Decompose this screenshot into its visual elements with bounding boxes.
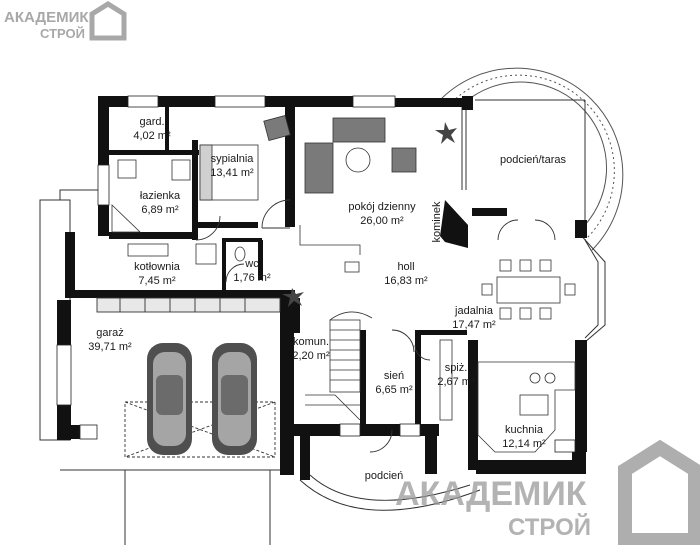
room-name-garaz: garaż: [96, 327, 124, 339]
room-area-sien: 6,65 m²: [375, 384, 413, 396]
kitchen-island: [519, 394, 549, 416]
room-name-jadalnia: jadalnia: [454, 305, 494, 317]
room-name-wc: wc: [244, 258, 259, 270]
room-area-garaz: 39,71 m²: [88, 341, 132, 353]
room-name-lazienka: łazienka: [140, 190, 181, 202]
room-area-spiz: 2,67 m²: [437, 376, 475, 388]
armchair: [391, 147, 417, 173]
room-area-gard: 4,02 m²: [133, 130, 171, 142]
room-area-holl: 16,83 m²: [384, 275, 428, 287]
watermark-brand-line1-large: АКАДЕМИК: [395, 475, 587, 513]
room-area-kotlownia: 7,45 m²: [138, 275, 176, 287]
plant-icon: [435, 122, 457, 144]
room-name-spiz: spiż.: [445, 362, 468, 374]
watermark-top-left: АКАДЕМИК СТРОЙ: [4, 1, 127, 41]
watermark-brand-line2: СТРОЙ: [40, 26, 85, 41]
room-area-wc: 1,76 m²: [233, 272, 271, 284]
room-area-pokoj-dzienny: 26,00 m²: [360, 215, 404, 227]
watermark-brand-line2-large: СТРОЙ: [508, 513, 591, 541]
room-name-holl: holl: [397, 261, 414, 273]
boiler: [195, 243, 217, 265]
room-name-podcien-taras: podcień/taras: [500, 154, 567, 166]
room-name-kominek: kominek: [431, 201, 443, 242]
room-area-sypialnia: 13,41 m²: [210, 167, 254, 179]
room-labels: gard. 4,02 m² sypialnia 13,41 m² łazienk…: [88, 116, 566, 482]
coffee-table: [345, 147, 371, 173]
doors: [195, 199, 556, 453]
watermark-brand-line1: АКАДЕМИК: [4, 9, 89, 26]
room-area-komun: 2,20 m²: [292, 350, 330, 362]
room-area-lazienka: 6,89 m²: [141, 204, 179, 216]
room-name-pokoj-dzienny: pokój dzienny: [348, 201, 416, 213]
plant-icon: [282, 288, 304, 307]
room-area-kuchnia: 12,14 m²: [502, 438, 546, 450]
toilet: [234, 246, 246, 262]
stairs: [305, 311, 373, 421]
windows: [56, 95, 576, 453]
room-name-podcien: podcień: [365, 470, 404, 482]
shower: [171, 159, 191, 181]
sofa-top: [332, 117, 386, 143]
bedroom-armchair: [263, 115, 291, 141]
outline-lines: [39, 99, 606, 545]
car-left: [147, 343, 192, 455]
room-name-sypialnia: sypialnia: [211, 153, 255, 165]
room-name-komun: komun.: [293, 336, 329, 348]
room-name-kotlownia: kotłownia: [134, 261, 181, 273]
house-logo-icon: [618, 439, 700, 545]
dining-table: [496, 276, 561, 304]
room-name-sien: sień: [384, 370, 404, 382]
house-logo-icon: [89, 1, 127, 41]
bathtub: [111, 204, 141, 233]
room-area-jadalnia: 17,47 m²: [452, 319, 496, 331]
sofa-left: [304, 142, 334, 194]
room-name-gard: gard.: [139, 116, 164, 128]
bathroom-sink: [117, 159, 137, 179]
watermark-bottom-right: АКАДЕМИК СТРОЙ: [395, 439, 700, 545]
room-name-kuchnia: kuchnia: [505, 424, 544, 436]
terrace-circle: [439, 67, 624, 251]
furniture: [111, 115, 576, 453]
car-right: [212, 343, 257, 455]
